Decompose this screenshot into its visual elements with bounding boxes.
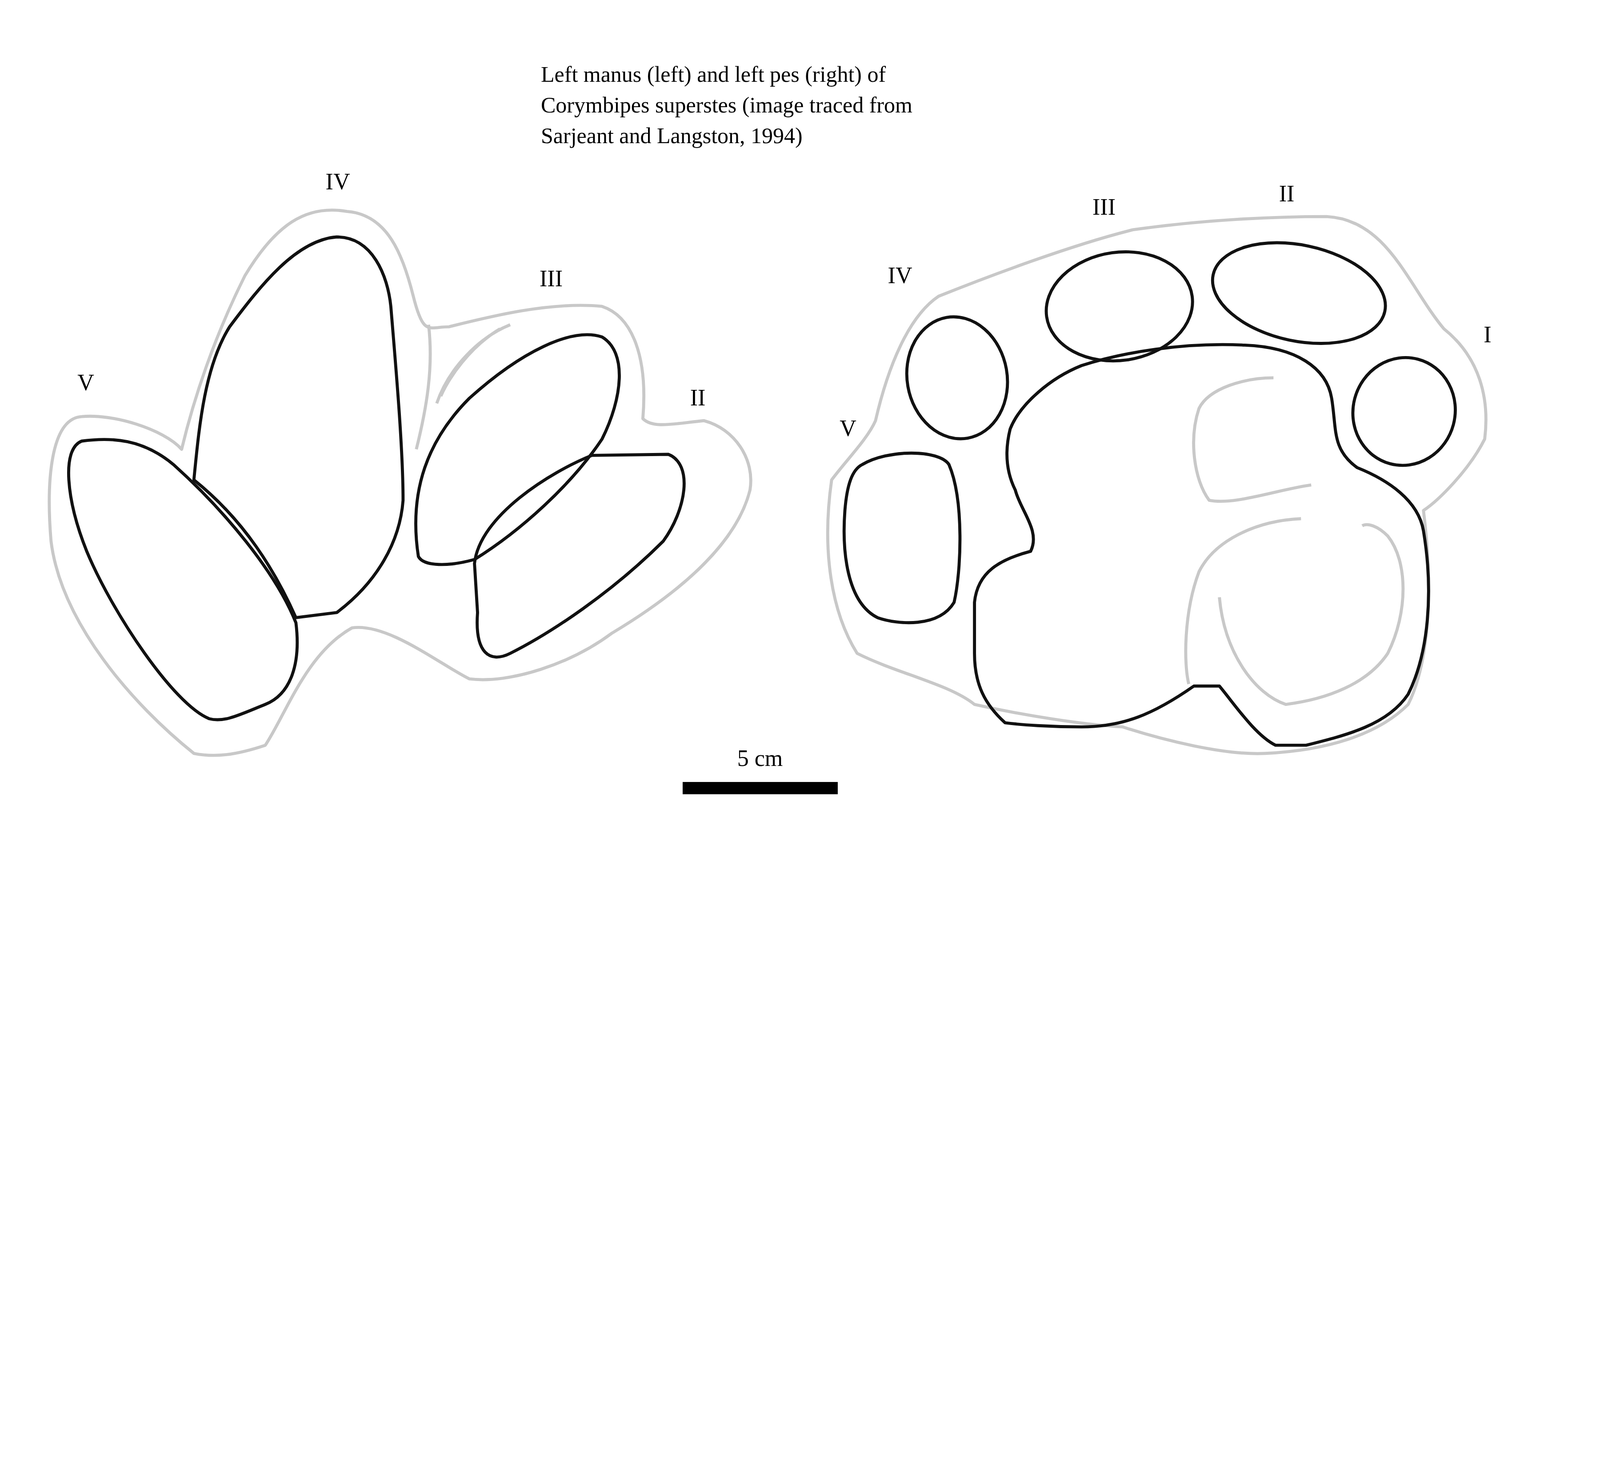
scale-label: 5 cm bbox=[735, 745, 785, 771]
digit-number: V bbox=[837, 416, 859, 441]
pes-digit-pad bbox=[1203, 228, 1395, 359]
manus-outline bbox=[49, 210, 751, 756]
pes-digit-pad bbox=[1340, 345, 1468, 477]
manus-digit-pad bbox=[68, 439, 297, 720]
pes-sole-pad bbox=[974, 344, 1429, 745]
pes-inner-pad-line bbox=[1193, 377, 1312, 502]
scale-bar bbox=[682, 781, 838, 795]
digit-number: V bbox=[75, 370, 96, 396]
pes-inner-pad-line bbox=[1185, 518, 1301, 684]
digit-number: IV bbox=[886, 263, 915, 288]
pes-digit-pad bbox=[1039, 242, 1200, 371]
digit-number: II bbox=[1277, 181, 1297, 207]
manus-digit-pad bbox=[193, 236, 404, 618]
manus-digit-pad bbox=[415, 334, 620, 565]
pes-digit-pad bbox=[897, 308, 1017, 447]
manus-digit-pad bbox=[474, 454, 685, 657]
digit-number: I bbox=[1481, 322, 1493, 348]
digit-number: II bbox=[688, 385, 708, 411]
pes-inner-pad-line bbox=[1219, 524, 1404, 704]
pes-digit-pad bbox=[844, 452, 960, 623]
figure-title: Left manus (left) and left pes (right) o… bbox=[540, 59, 981, 152]
digit-number: III bbox=[537, 266, 565, 292]
manus-drag-mark bbox=[416, 324, 511, 449]
digit-number: IV bbox=[324, 169, 352, 195]
pes-outline bbox=[827, 216, 1486, 754]
digit-number: III bbox=[1090, 194, 1118, 220]
